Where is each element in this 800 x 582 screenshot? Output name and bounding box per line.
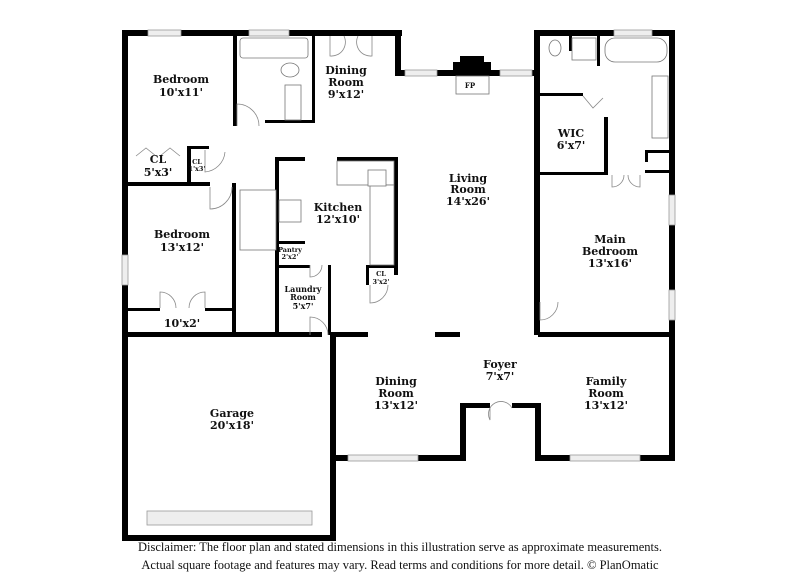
living-size: 14'x26' — [446, 195, 490, 208]
room-labels: Bedroom 10'x11' CL 5'x3' CL 1'x3' Bedroo… — [144, 64, 639, 432]
wic-size: 6'x7' — [557, 139, 586, 152]
fixtures — [239, 37, 669, 266]
garage-name: Garage — [210, 407, 254, 420]
closet-small-name: CL — [192, 158, 202, 166]
main-bedroom-name1: Main — [594, 233, 625, 246]
bedroom2-size: 13'x12' — [160, 241, 204, 254]
disclaimer-line-1: Disclaimer: The floor plan and stated di… — [138, 540, 662, 554]
laundry-name2: Room — [290, 292, 316, 302]
kitchen-name: Kitchen — [314, 201, 363, 214]
living-name2: Room — [450, 183, 486, 196]
dining-top-name2: Room — [328, 76, 364, 89]
main-bedroom-name2: Bedroom — [582, 245, 638, 258]
laundry-name1: Laundry — [285, 284, 322, 294]
kitchen-size: 12'x10' — [316, 213, 360, 226]
foyer-size: 7'x7' — [486, 370, 515, 383]
family-name2: Room — [588, 387, 624, 400]
dining-bottom-size: 13'x12' — [374, 399, 418, 412]
living-name1: Living — [449, 172, 487, 185]
pantry-size: 2'x2' — [282, 253, 299, 261]
bedroom1-name: Bedroom — [153, 73, 209, 86]
closet1-size: 5'x3' — [144, 166, 173, 179]
garage-size: 20'x18' — [210, 419, 254, 432]
bedroom1-size: 10'x11' — [159, 86, 203, 99]
windows — [121, 29, 676, 526]
closet1-name: CL — [150, 153, 167, 166]
dining-top-size: 9'x12' — [328, 88, 364, 101]
bedroom2-closet-size: 10'x2' — [164, 317, 200, 330]
disclaimer-line-2: Actual square footage and features may v… — [141, 558, 659, 572]
fireplace-label: FP — [465, 81, 476, 90]
wic-name: WIC — [557, 127, 584, 140]
dining-bottom-name1: Dining — [375, 375, 417, 388]
kitchen-closet-name: CL — [376, 270, 386, 278]
main-bedroom-size: 13'x16' — [588, 257, 632, 270]
closet-small-size: 1'x3' — [189, 165, 206, 173]
pantry-name: Pantry — [278, 246, 302, 254]
bedroom2-name: Bedroom — [154, 228, 210, 241]
kitchen-closet-size: 3'x2' — [373, 278, 390, 286]
laundry-size: 5'x7' — [293, 301, 314, 311]
dining-top-name1: Dining — [325, 64, 367, 77]
family-size: 13'x12' — [584, 399, 628, 412]
dining-bottom-name2: Room — [378, 387, 414, 400]
doors — [135, 35, 641, 421]
foyer-name: Foyer — [483, 358, 517, 371]
family-name1: Family — [586, 375, 627, 388]
